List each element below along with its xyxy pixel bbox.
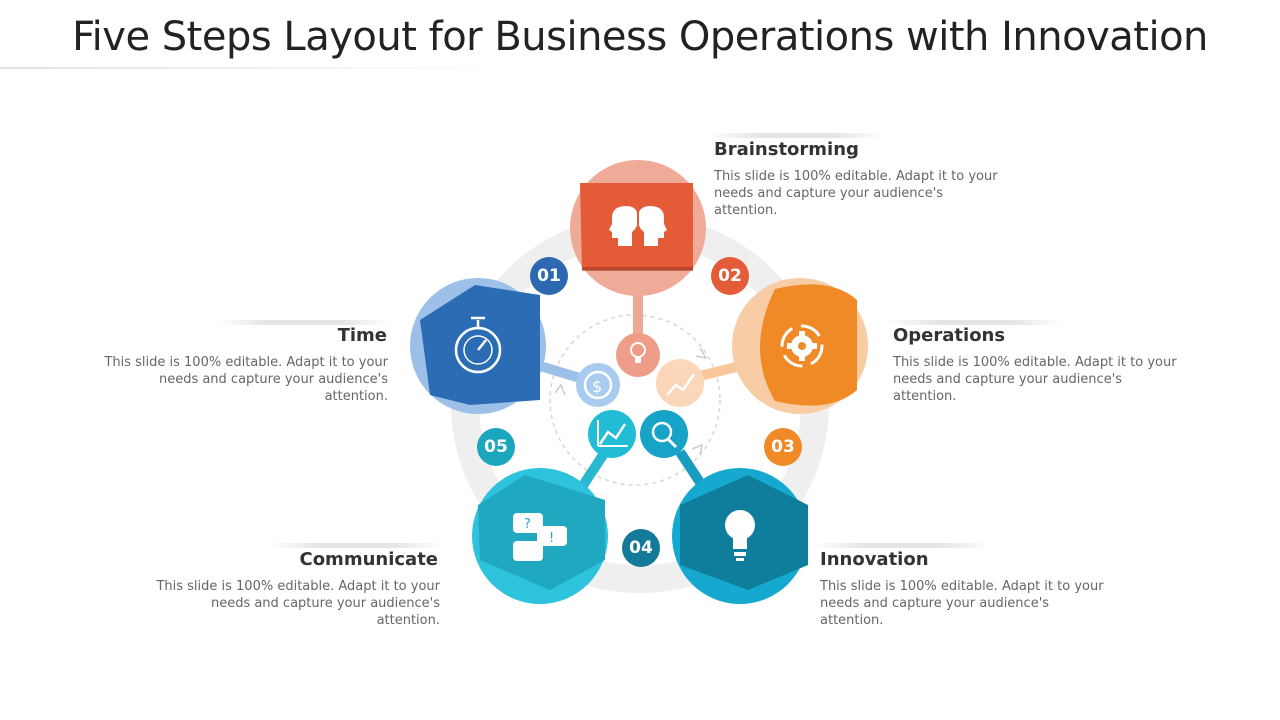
badge-03-label: 03 bbox=[771, 437, 795, 457]
slide-title: Five Steps Layout for Business Operation… bbox=[72, 14, 1208, 60]
inner-bulb-circle bbox=[616, 333, 660, 377]
inner-growth-circle bbox=[656, 359, 704, 407]
badge-05 bbox=[477, 428, 515, 466]
inner-analysis-circle bbox=[640, 410, 688, 458]
inner-dollar-circle: $ bbox=[576, 363, 620, 407]
inner-dashed-ring bbox=[549, 314, 721, 486]
innovation-description: This slide is 100% editable. Adapt it to… bbox=[820, 579, 1104, 628]
title-underline bbox=[0, 67, 520, 69]
innovation-shade bbox=[814, 543, 990, 548]
communicate-description: This slide is 100% editable. Adapt it to… bbox=[156, 579, 440, 628]
badge-02-label: 02 bbox=[718, 266, 742, 286]
innovation-heading: Innovation bbox=[820, 549, 929, 570]
gear-cycle-icon bbox=[780, 324, 824, 368]
operations-description: This slide is 100% editable. Adapt it to… bbox=[893, 355, 1177, 404]
svg-text:!: ! bbox=[549, 531, 554, 546]
arrow-2 bbox=[554, 383, 566, 396]
brainstorming-description: This slide is 100% editable. Adapt it to… bbox=[714, 169, 998, 218]
badge-04-label: 04 bbox=[629, 538, 653, 558]
badge-04 bbox=[622, 529, 660, 567]
communicate-heading: Communicate bbox=[299, 549, 438, 570]
brainstorming-heading: Brainstorming bbox=[714, 139, 859, 160]
time-node bbox=[410, 278, 546, 414]
time-shade bbox=[216, 320, 392, 325]
badge-01-label: 01 bbox=[537, 266, 561, 286]
inner-chart-circle bbox=[588, 410, 636, 458]
lightbulb-icon bbox=[725, 510, 755, 561]
stopwatch-gear-icon bbox=[454, 316, 502, 374]
operations-shade bbox=[887, 320, 1063, 325]
badge-02 bbox=[711, 257, 749, 295]
time-heading: Time bbox=[337, 325, 387, 346]
operations-heading: Operations bbox=[893, 325, 1006, 346]
connector-communicate bbox=[575, 449, 610, 493]
arrow-1 bbox=[695, 347, 708, 360]
svg-text:?: ? bbox=[524, 517, 531, 532]
badge-01 bbox=[530, 257, 568, 295]
svg-text:$: $ bbox=[592, 377, 602, 396]
time-description: This slide is 100% editable. Adapt it to… bbox=[104, 355, 388, 404]
badge-03 bbox=[764, 428, 802, 466]
chat-bubbles-icon: ? ! bbox=[513, 513, 567, 561]
arrow-3 bbox=[691, 443, 704, 456]
brainstorming-shade bbox=[708, 133, 884, 138]
connector-time bbox=[538, 361, 582, 383]
two-heads-icon bbox=[609, 206, 667, 246]
connector-operations bbox=[698, 361, 742, 381]
badge-05-label: 05 bbox=[484, 437, 508, 457]
communicate-shade bbox=[268, 543, 444, 548]
